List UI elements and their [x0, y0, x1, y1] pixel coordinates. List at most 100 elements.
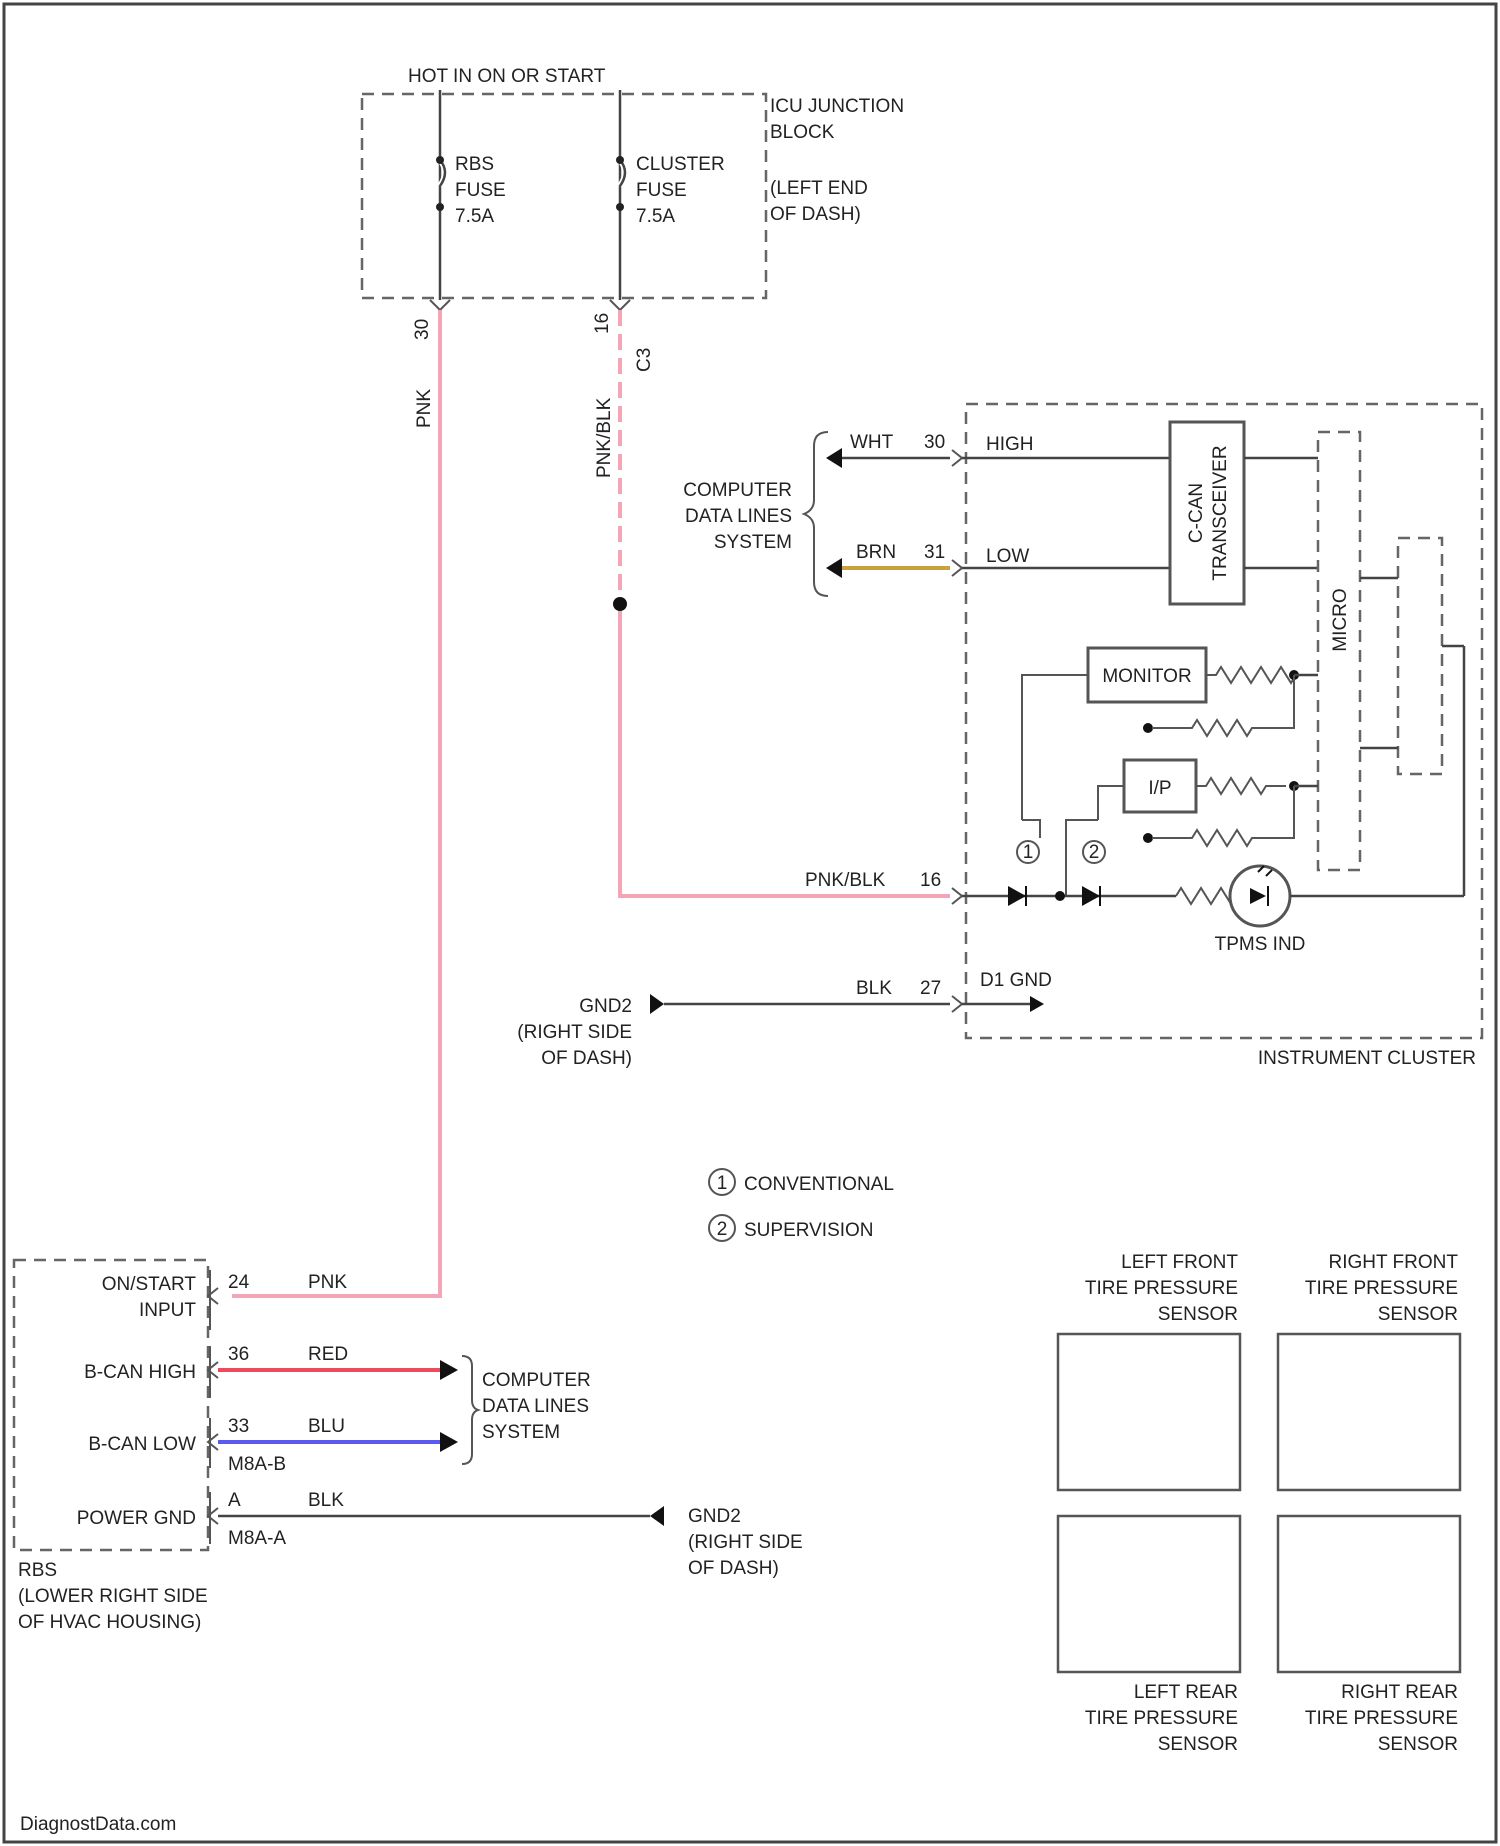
wire-brn-label: BRN — [856, 542, 896, 563]
rbs-bcan-high: B-CAN HIGH — [84, 1362, 196, 1383]
display-block — [1398, 538, 1442, 774]
rbs-caption-line1: RBS — [18, 1560, 57, 1581]
wire-pnk-label: PNK — [414, 389, 435, 428]
wire-pnk-rbs-label: PNK — [308, 1272, 347, 1293]
data-lines-bottom-line2: DATA LINES — [482, 1396, 589, 1417]
ground-bottom-line3: OF DASH) — [688, 1558, 779, 1579]
data-lines-bottom-line3: SYSTEM — [482, 1422, 560, 1443]
cluster-fuse-line3: 7.5A — [636, 206, 675, 227]
instrument-cluster: INSTRUMENT CLUSTER HIGH LOW C-CAN TRANSC… — [952, 404, 1482, 1069]
ground-top: GND2 (RIGHT SIDE OF DASH) BLK 27 — [517, 978, 950, 1069]
wire-pnk-blk-vertical-label: PNK/BLK — [594, 397, 615, 478]
junction-block: HOT IN ON OR START RBS FUSE 7.5A CLUSTER… — [362, 66, 904, 372]
rbs-pin-low: 33 — [228, 1416, 249, 1437]
instrument-cluster-label: INSTRUMENT CLUSTER — [1258, 1048, 1476, 1069]
tpms-ind-label: TPMS IND — [1215, 934, 1306, 955]
right-rear-line1: RIGHT REAR — [1341, 1682, 1458, 1703]
ground-top-line1: GND2 — [579, 996, 632, 1017]
data-lines-top-line2: DATA LINES — [685, 506, 792, 527]
cluster-pin-pwr: 16 — [920, 870, 941, 891]
splice-dot — [613, 597, 627, 611]
junction-block-line2: BLOCK — [770, 122, 835, 143]
junction-connector-c3: C3 — [634, 348, 655, 372]
junction-block-outline — [362, 94, 766, 298]
rbs-caption-line3: OF HVAC HOUSING) — [18, 1612, 201, 1633]
watermark: DiagnostData.com — [20, 1814, 176, 1835]
rbs-fuse-line1: RBS — [455, 154, 494, 175]
rbs-fuse-line3: 7.5A — [455, 206, 494, 227]
ip-label: I/P — [1148, 778, 1171, 799]
ground-bottom-line1: GND2 — [688, 1506, 741, 1527]
cluster-high-label: HIGH — [986, 434, 1034, 455]
option-2-text: 2 — [1089, 842, 1100, 863]
legend-conventional: CONVENTIONAL — [744, 1174, 894, 1195]
rbs-bcan-low: B-CAN LOW — [88, 1434, 196, 1455]
left-front-sensor-box — [1058, 1334, 1240, 1490]
legend-supervision: SUPERVISION — [744, 1220, 874, 1241]
right-front-sensor-box — [1278, 1334, 1460, 1490]
legend-num-1: 1 — [717, 1173, 728, 1194]
left-rear-line2: TIRE PRESSURE — [1085, 1708, 1238, 1729]
right-front-line1: RIGHT FRONT — [1329, 1252, 1459, 1273]
cluster-low-label: LOW — [986, 546, 1029, 567]
data-lines-bottom: COMPUTER DATA LINES SYSTEM — [462, 1356, 591, 1464]
rbs-pin-on: 24 — [228, 1272, 250, 1293]
ground-bottom: GND2 (RIGHT SIDE OF DASH) — [688, 1506, 803, 1579]
left-front-line2: TIRE PRESSURE — [1085, 1278, 1238, 1299]
left-front-line3: SENSOR — [1158, 1304, 1238, 1325]
rbs-conn-a: M8A-A — [228, 1528, 286, 1549]
transceiver-line2: TRANSCEIVER — [1210, 445, 1231, 580]
transceiver-line1: C-CAN — [1186, 483, 1207, 543]
right-front-line3: SENSOR — [1378, 1304, 1458, 1325]
cluster-fuse-line2: FUSE — [636, 180, 687, 201]
junction-block-line4: OF DASH) — [770, 204, 861, 225]
cluster-pin-high: 30 — [924, 432, 945, 453]
rbs-on-start-line1: ON/START — [102, 1274, 197, 1295]
junction-pin-left: 30 — [412, 319, 433, 340]
left-rear-line1: LEFT REAR — [1134, 1682, 1238, 1703]
junction-block-line3: (LEFT END — [770, 178, 868, 199]
pnk-blk-wire — [620, 600, 950, 896]
wire-blk-gnd-label: BLK — [856, 978, 892, 999]
cluster-gnd-label: D1 GND — [980, 970, 1052, 991]
data-lines-top-line1: COMPUTER — [683, 480, 792, 501]
c-can-transceiver — [1170, 422, 1244, 604]
left-rear-line3: SENSOR — [1158, 1734, 1238, 1755]
ground-top-line2: (RIGHT SIDE — [517, 1022, 632, 1043]
ground-bottom-line2: (RIGHT SIDE — [688, 1532, 803, 1553]
data-lines-bottom-line1: COMPUTER — [482, 1370, 591, 1391]
junction-block-line1: ICU JUNCTION — [770, 96, 904, 117]
cluster-pin-gnd: 27 — [920, 978, 941, 999]
rbs-on-start-line2: INPUT — [139, 1300, 196, 1321]
rbs-power-gnd: POWER GND — [77, 1508, 196, 1529]
legend: 1 CONVENTIONAL 2 SUPERVISION — [709, 1169, 894, 1241]
wire-pnk-blk-label: PNK/BLK — [805, 870, 886, 891]
pnk-wire — [232, 310, 440, 1296]
wire-blk-rbs-label: BLK — [308, 1490, 344, 1511]
left-front-line1: LEFT FRONT — [1121, 1252, 1238, 1273]
tire-sensors: LEFT FRONT TIRE PRESSURE SENSOR RIGHT FR… — [1058, 1252, 1460, 1755]
option-1-text: 1 — [1023, 842, 1034, 863]
data-lines-top: COMPUTER DATA LINES SYSTEM WHT 30 BRN 31 — [683, 432, 950, 596]
junction-pin-right: 16 — [592, 313, 613, 334]
cluster-fuse-line1: CLUSTER — [636, 154, 725, 175]
hot-in-label: HOT IN ON OR START — [408, 66, 606, 87]
rbs-pin-gnd: A — [228, 1490, 241, 1511]
right-front-line2: TIRE PRESSURE — [1305, 1278, 1458, 1299]
rbs-conn-b: M8A-B — [228, 1454, 286, 1475]
right-rear-sensor-box — [1278, 1516, 1460, 1672]
rbs-fuse-line2: FUSE — [455, 180, 506, 201]
right-rear-line2: TIRE PRESSURE — [1305, 1708, 1458, 1729]
data-lines-top-line3: SYSTEM — [714, 532, 792, 553]
rbs-pin-high: 36 — [228, 1344, 249, 1365]
legend-num-2: 2 — [717, 1219, 728, 1240]
micro-label: MICRO — [1330, 588, 1351, 651]
wire-red-label: RED — [308, 1344, 348, 1365]
monitor-label: MONITOR — [1102, 666, 1191, 687]
brace-bottom — [462, 1356, 478, 1464]
rbs-module: ON/START INPUT B-CAN HIGH B-CAN LOW POWE… — [14, 1260, 664, 1633]
right-rear-line3: SENSOR — [1378, 1734, 1458, 1755]
wire-blu-label: BLU — [308, 1416, 345, 1437]
